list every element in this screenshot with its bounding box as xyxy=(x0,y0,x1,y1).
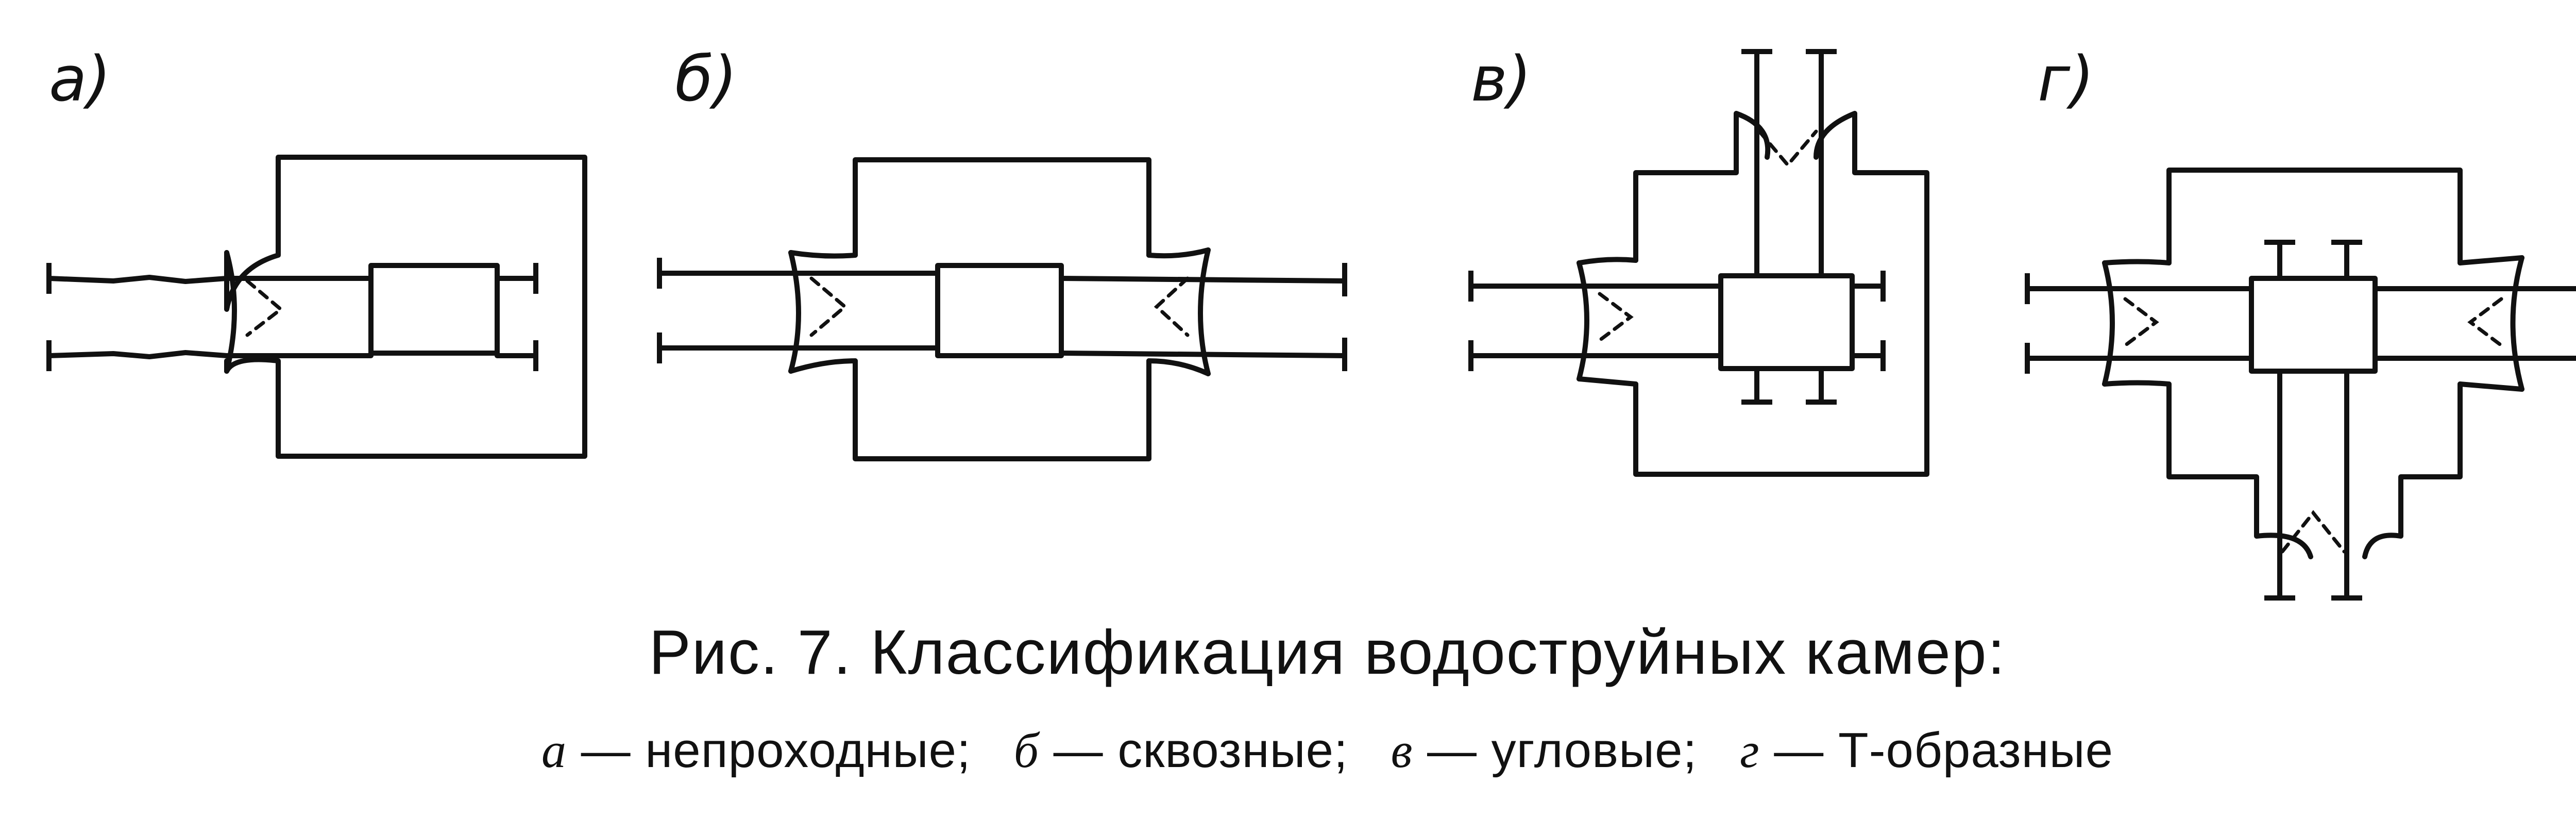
panel-g-letter: г) xyxy=(2038,44,2094,115)
panel-v-left-bulge xyxy=(1577,260,1589,381)
panel-b-collar xyxy=(935,263,1064,358)
panel-b-seal-right xyxy=(1154,276,1190,337)
panel-g-t-shaped-chamber: г) xyxy=(2025,44,2576,601)
panel-b-left-bulge xyxy=(788,250,801,374)
panel-g-right-bulge xyxy=(2510,255,2524,392)
panel-v-pipe-horizontal xyxy=(1468,284,1723,358)
panel-a-letter: а) xyxy=(49,44,111,115)
panel-v-collar xyxy=(1718,273,1855,371)
panel-a-dead-end-chamber: а) xyxy=(46,44,587,459)
panel-b-seal-left xyxy=(809,276,848,337)
legend-letter-g: г xyxy=(1740,723,1760,778)
panel-v-left-collar-wall xyxy=(1577,257,1638,387)
panel-v-seal-top xyxy=(1757,129,1818,168)
legend-letter-v: в xyxy=(1391,723,1413,778)
panel-a-pipe-top xyxy=(46,275,374,284)
panel-g-chamber-wall xyxy=(2166,168,2463,559)
panel-a-seal xyxy=(245,279,284,337)
panel-g-right-collar-wall xyxy=(2458,255,2524,392)
panel-v-pipe-stub-bottom xyxy=(1754,366,1824,405)
panel-g-pipe-stub-top xyxy=(2277,240,2349,281)
panel-g-pipe-bottom xyxy=(2277,369,2349,601)
panel-b-left-collar-wall xyxy=(788,250,858,374)
panel-g-pipe-left xyxy=(2025,286,2254,361)
panel-v-letter: в) xyxy=(1471,44,1532,115)
panel-v-corner-chamber: в) xyxy=(1468,44,1929,477)
panel-b-right-collar-wall xyxy=(1146,247,1211,376)
figure-caption-legend: а — непроходные; б — сквозные; в — углов… xyxy=(0,722,2576,779)
legend-letter-b: б xyxy=(1013,723,1039,778)
panel-b-letter: б) xyxy=(675,44,737,115)
panel-g-seal-bottom xyxy=(2280,510,2346,554)
legend-text-a: — непроходные; xyxy=(581,723,971,778)
panel-v-pipe-stub-right xyxy=(1850,284,1886,358)
legend-letter-a: а xyxy=(541,723,567,778)
panel-a-pipe-stubs xyxy=(495,276,538,358)
panel-v-pipe-vertical xyxy=(1754,49,1824,278)
panel-g-collar xyxy=(2249,276,2378,374)
panel-b-through-chamber: б) xyxy=(657,44,1347,461)
legend-text-v: — угловые; xyxy=(1427,723,1698,778)
panel-b-chamber-wall xyxy=(853,157,1151,461)
panel-g-pipe-right xyxy=(2372,286,2576,361)
legend-text-g: — Т-образные xyxy=(1774,723,2114,778)
figure-caption-title: Рис. 7. Классификация водоструйных камер… xyxy=(649,617,2006,687)
panel-g-seal-right xyxy=(2467,297,2503,347)
panel-b-right-bulge xyxy=(1198,247,1211,376)
panel-b-pipe-left xyxy=(657,271,940,351)
legend-text-b: — сквозные; xyxy=(1053,723,1348,778)
panel-v-seal-left xyxy=(1598,292,1634,342)
panel-g-seal-left xyxy=(2123,297,2159,347)
panel-a-collar xyxy=(368,263,500,356)
panel-g-left-bulge xyxy=(2102,260,2115,387)
panel-b-pipe-right xyxy=(1059,276,1347,358)
panel-a-pipe-bottom xyxy=(46,350,374,359)
panel-g-left-collar-wall xyxy=(2102,259,2172,387)
